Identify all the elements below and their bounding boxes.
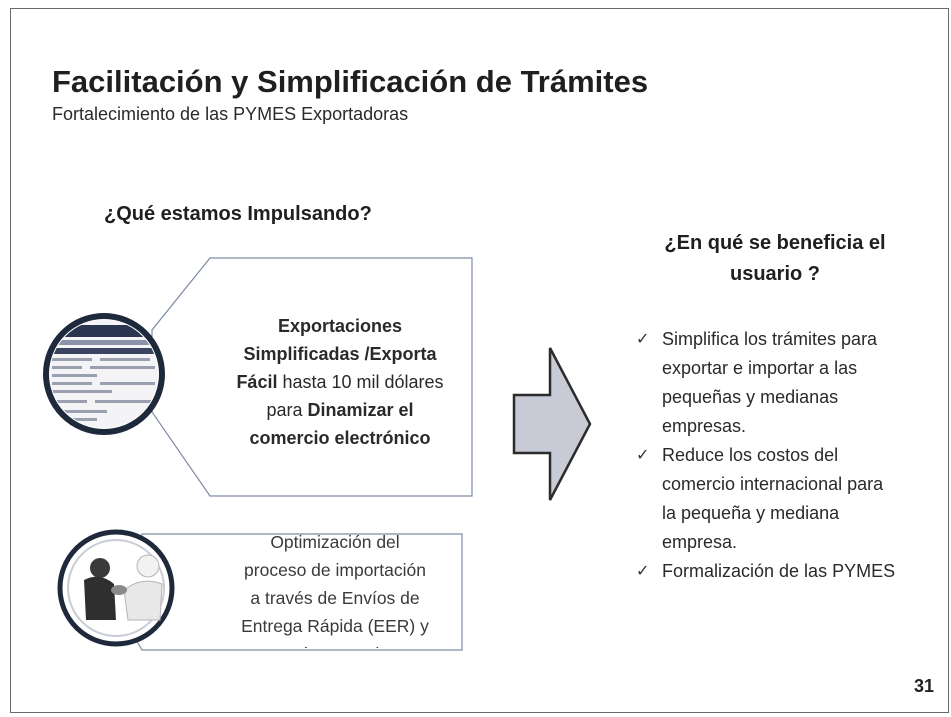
checkmark-icon: ✓: [636, 331, 650, 348]
slide-title: Facilitación y Simplificación de Trámite…: [52, 64, 649, 99]
page-number: 31: [914, 676, 935, 696]
benefits-list: ✓ Simplifica los trámites para exportar …: [632, 325, 942, 586]
document-thumbnail-icon: [43, 313, 165, 435]
slide-subtitle: Fortalecimiento de las PYMES Exportadora…: [52, 104, 409, 124]
benefit-item: ✓ Simplifica los trámites para exportar …: [632, 325, 942, 441]
callout-box-exportaciones: [151, 257, 473, 497]
left-section-heading: ¿Qué estamos Impulsando?: [104, 203, 372, 225]
right-arrow-icon: [512, 347, 592, 501]
right-section-heading: ¿En qué se beneficia el usuario ?: [664, 232, 886, 285]
benefit-item: ✓ Reduce los costos del comercio interna…: [632, 441, 942, 557]
handshake-people-icon: [57, 529, 175, 647]
benefit-item: ✓ Formalización de las PYMES: [632, 557, 942, 586]
checkmark-icon: ✓: [636, 447, 650, 464]
checkmark-icon: ✓: [636, 563, 650, 580]
exportaciones-simplificadas-text: Exportaciones Simplificadas /Exporta Fác…: [236, 316, 444, 448]
optimizacion-importacion-text: Optimización del proceso de importación …: [241, 532, 429, 648]
slide-frame: [10, 8, 949, 713]
